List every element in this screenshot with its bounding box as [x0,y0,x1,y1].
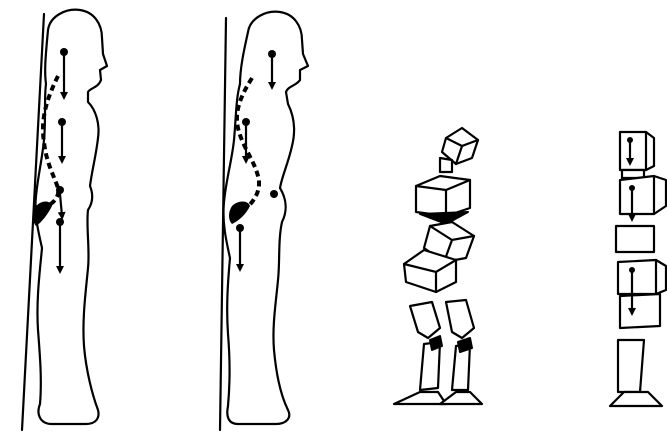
head-center-2 [268,50,276,58]
figure-3-misaligned-blocks [394,128,482,404]
head-block-4 [620,132,654,170]
figure-2-straighter-spine [220,12,308,430]
figure-1-curved-spine [22,10,107,430]
gravity-arrow-abdomen-1 [60,194,62,216]
pelvis-mark-2 [229,202,250,225]
shin-block-4 [618,340,644,392]
figure-4-aligned-blocks [610,132,666,406]
pelvis-center-2 [236,224,244,232]
foot-block-4 [610,392,662,406]
body-outline-1 [35,10,107,424]
pelvis-block-4 [618,260,666,294]
abdomen-center-2 [270,190,278,198]
thigh-block-4 [620,294,660,328]
pelvis-center-1 [56,218,64,226]
neck-block-3 [440,158,452,172]
abdomen-center-1 [56,186,64,194]
chest-block-3 [416,176,470,216]
foot-right-3 [440,392,482,404]
waist-wedge-3 [420,212,468,224]
chest-center-2 [242,118,250,126]
chest-block-4 [620,176,666,214]
chest-center-1 [58,118,66,126]
spine-2 [237,78,259,210]
thigh-left-3 [410,302,440,338]
shin-left-3 [420,342,440,390]
thigh-right-3 [446,300,474,338]
foot-left-3 [394,392,446,404]
abdomen-block-4 [616,226,654,252]
head-center-1 [60,48,68,56]
